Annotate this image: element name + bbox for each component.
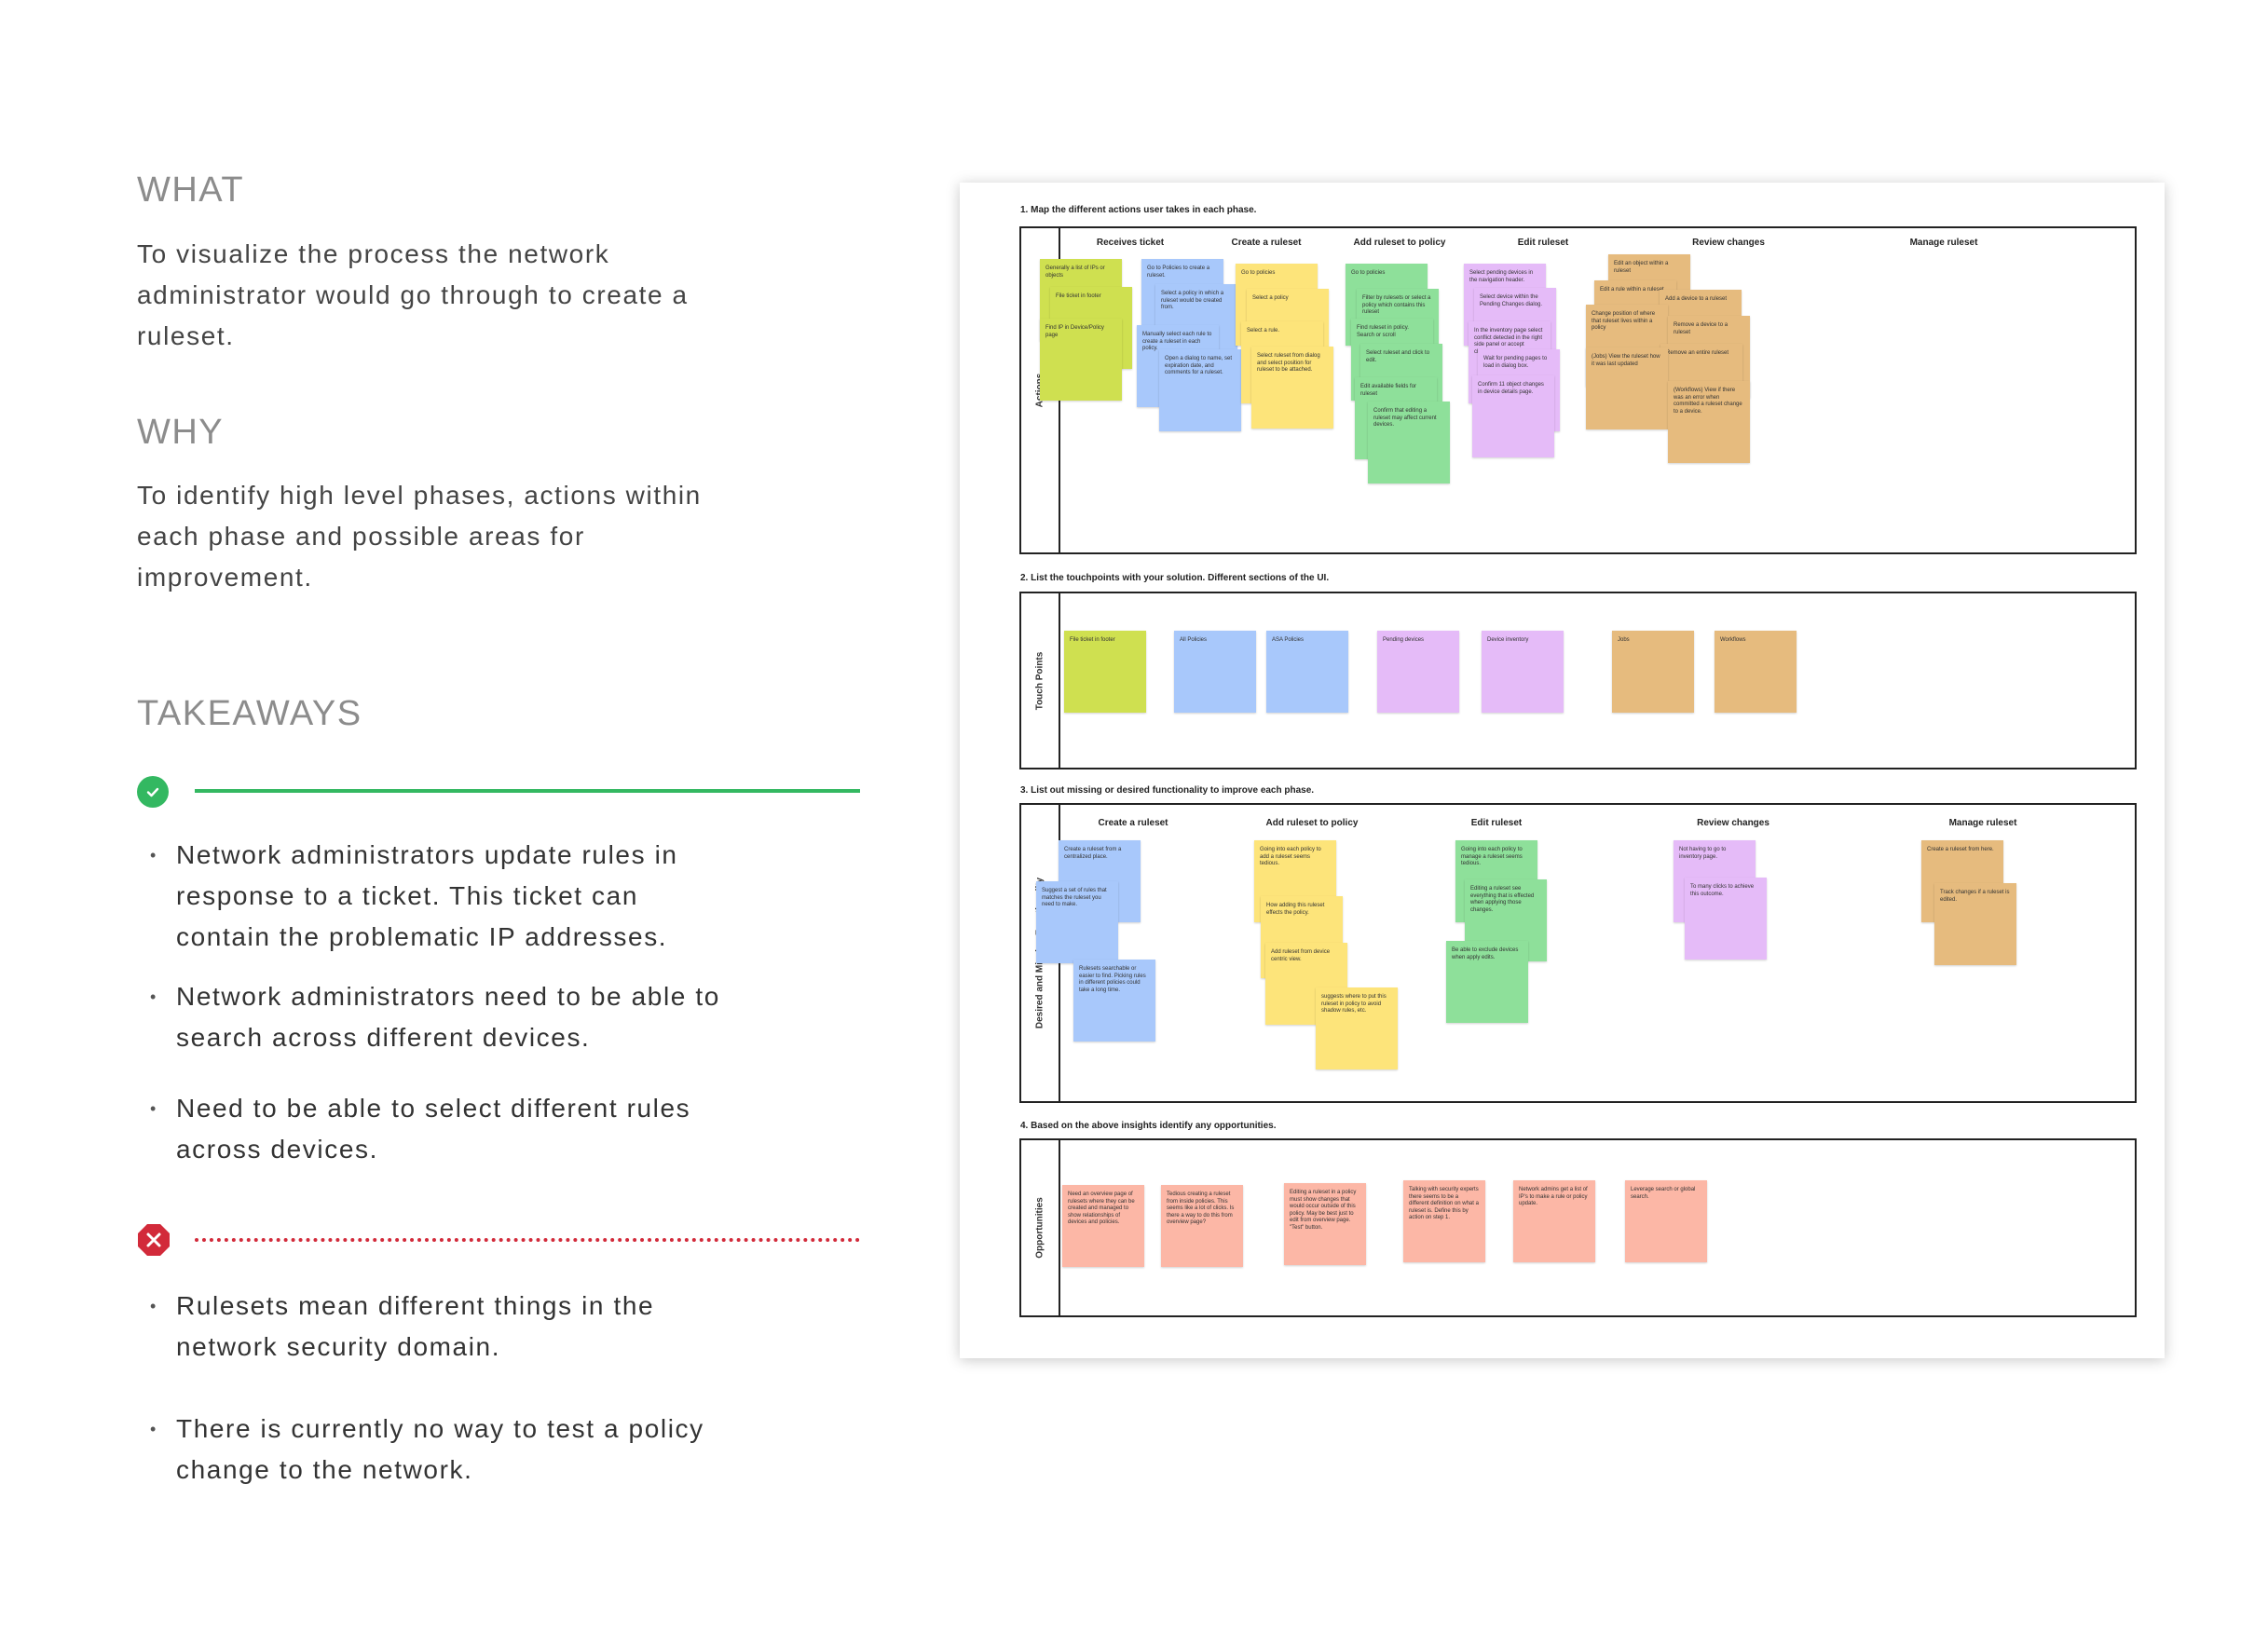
sticky-note: ASA Policies <box>1266 631 1348 713</box>
desired-section: Desired and Missing Functionality Create… <box>1019 803 2137 1103</box>
sticky-note: Need an overview page of rulesets where … <box>1062 1185 1144 1267</box>
sticky-note: Editing a ruleset in a policy must show … <box>1284 1183 1366 1265</box>
phase-header: Create a ruleset <box>1098 818 1168 828</box>
sticky-note: All Policies <box>1174 631 1256 713</box>
sticky-note: Network admins get a list of IP's to mak… <box>1513 1180 1595 1262</box>
phase-header: Manage ruleset <box>1948 818 2017 828</box>
list-item: There is currently no way to test a poli… <box>137 1409 733 1491</box>
sticky-note: Open a dialog to name, set expiration da… <box>1159 349 1241 431</box>
actions-section: Actions Receives ticket Create a ruleset… <box>1019 226 2137 554</box>
sticky-note: Leverage search or global search. <box>1625 1180 1707 1262</box>
phase-header: Receives ticket <box>1096 238 1165 248</box>
opportunities-section: Opportunities Need an overview page of r… <box>1019 1138 2137 1317</box>
sticky-note: To many clicks to achieve this outcome. <box>1685 878 1767 960</box>
check-circle-icon <box>137 776 169 808</box>
sticky-note: Jobs <box>1612 631 1694 713</box>
phase-header: Add ruleset to policy <box>1353 238 1446 248</box>
positive-takeaways: Network administrators update rules in r… <box>137 835 733 1170</box>
section-title-touchpoints: 2. List the touchpoints with your soluti… <box>1020 573 1330 583</box>
x-octagon-icon <box>137 1223 171 1257</box>
what-text: To visualize the process the network adm… <box>137 239 689 350</box>
section-title-opportunities: 4. Based on the above insights identify … <box>1020 1121 1277 1131</box>
sticky-note: suggests where to put this ruleset in po… <box>1316 987 1398 1069</box>
why-text: To identify high level phases, actions w… <box>137 481 702 592</box>
list-item: Network administrators need to be able t… <box>137 976 733 1058</box>
sticky-note: Rulesets searchable or easier to find. P… <box>1073 960 1155 1042</box>
section-title-desired: 3. List out missing or desired functiona… <box>1020 785 1315 796</box>
section-title-actions: 1. Map the different actions user takes … <box>1020 205 1257 215</box>
negative-divider <box>195 1238 860 1242</box>
phase-header: Review changes <box>1697 818 1769 828</box>
sticky-note: Pending devices <box>1377 631 1459 713</box>
sticky-note: Be able to exclude devices when apply ed… <box>1446 941 1528 1023</box>
phase-header: Review changes <box>1692 238 1765 248</box>
row-label-touchpoints: Touch Points <box>1034 651 1045 710</box>
phase-header: Edit ruleset <box>1517 238 1569 248</box>
touchpoints-section: Touch Points File ticket in footer All P… <box>1019 592 2137 769</box>
takeaways-heading: TAKEAWAYS <box>137 694 362 733</box>
sticky-note: Suggest a set of rules that matches the … <box>1036 881 1118 963</box>
sticky-note: (Jobs) View the ruleset how it was last … <box>1586 347 1668 429</box>
positive-divider <box>195 789 860 793</box>
phase-header: Create a ruleset <box>1231 238 1302 248</box>
sticky-note: Select ruleset from dialog and select po… <box>1251 347 1333 429</box>
list-item: Rulesets mean different things in the ne… <box>137 1286 733 1368</box>
negative-takeaways: Rulesets mean different things in the ne… <box>137 1286 733 1491</box>
sticky-note: Find IP in Device/Policy page <box>1040 319 1122 401</box>
phase-header: Add ruleset to policy <box>1265 818 1359 828</box>
list-item: Network administrators update rules in r… <box>137 835 733 958</box>
sticky-note: Track changes if a ruleset is edited. <box>1934 883 2016 965</box>
what-heading: WHAT <box>137 170 245 210</box>
phase-header: Manage ruleset <box>1909 238 1978 248</box>
sticky-note: File ticket in footer <box>1064 631 1146 713</box>
sticky-note: Workflows <box>1715 631 1797 713</box>
sticky-note: (Workflows) View if there was an error w… <box>1668 381 1750 463</box>
sticky-note: Confirm that editing a ruleset may affec… <box>1368 402 1450 483</box>
sticky-note: Tedious creating a ruleset from inside p… <box>1161 1185 1243 1267</box>
why-heading: WHY <box>137 413 225 452</box>
list-item: Need to be able to select different rule… <box>137 1088 733 1170</box>
sticky-note: Device inventory <box>1482 631 1564 713</box>
row-label-opportunities: Opportunities <box>1034 1197 1045 1259</box>
phase-header: Edit ruleset <box>1470 818 1523 828</box>
sticky-note: Confirm 11 object changes in device deta… <box>1472 375 1554 457</box>
sticky-note: Talking with security experts there seem… <box>1403 1180 1485 1262</box>
journey-map-board: 1. Map the different actions user takes … <box>960 183 2165 1358</box>
